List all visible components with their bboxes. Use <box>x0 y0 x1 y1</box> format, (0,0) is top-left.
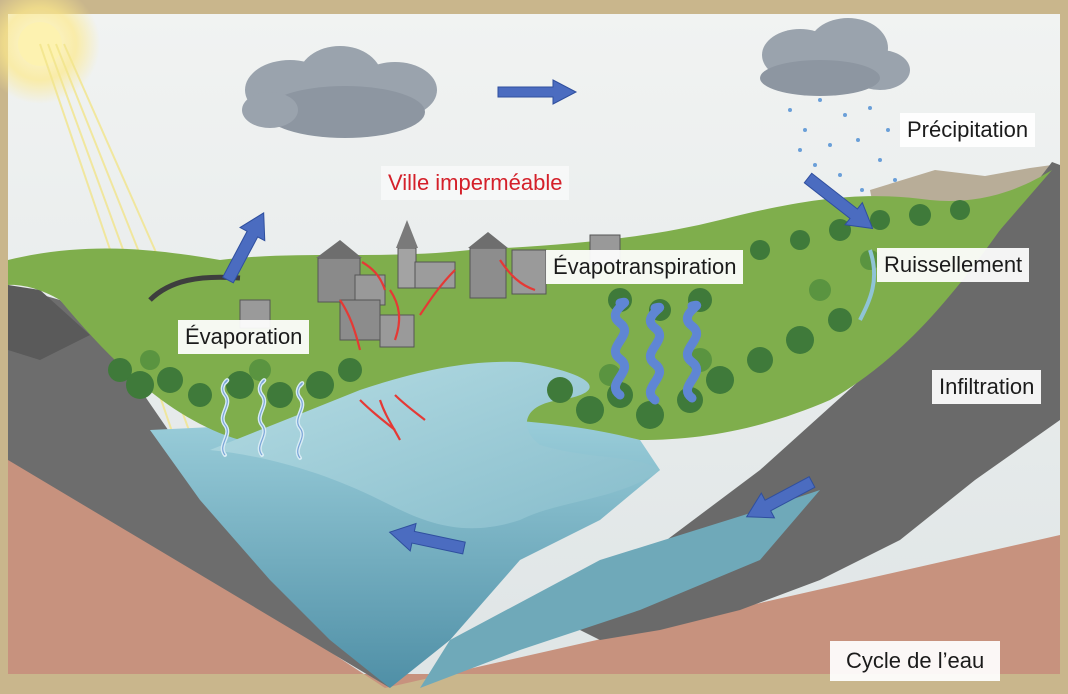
forest <box>108 200 970 429</box>
arrow-evaporation-up <box>222 212 266 284</box>
evaporation-wisps-outline <box>222 379 303 459</box>
arrow-precipitation-down <box>803 172 874 230</box>
diagram-title: Cycle de l’eau <box>830 641 1001 681</box>
evaporation-label: Évaporation <box>178 320 310 354</box>
impermeable-city-label: Ville imperméable <box>381 166 570 200</box>
precipitation-label: Précipitation <box>900 113 1036 147</box>
city-runoff-arrows <box>339 259 536 441</box>
cloud-right <box>760 18 910 96</box>
soil-layer <box>8 440 1060 688</box>
town <box>239 220 621 348</box>
lake <box>210 361 660 529</box>
arrow-aquifer-flow <box>388 522 466 555</box>
flow-arrows <box>222 79 874 555</box>
evapotranspiration-label: Évapotranspiration <box>546 250 744 284</box>
cloud-left <box>242 46 437 138</box>
stream <box>858 249 877 321</box>
infiltration-label: Infiltration <box>932 370 1042 404</box>
evapotranspiration-spirals <box>611 297 702 405</box>
arrow-groundwater-flow <box>745 476 816 519</box>
arrow-cloud-drift <box>497 79 578 105</box>
runoff-label: Ruissellement <box>877 248 1030 282</box>
